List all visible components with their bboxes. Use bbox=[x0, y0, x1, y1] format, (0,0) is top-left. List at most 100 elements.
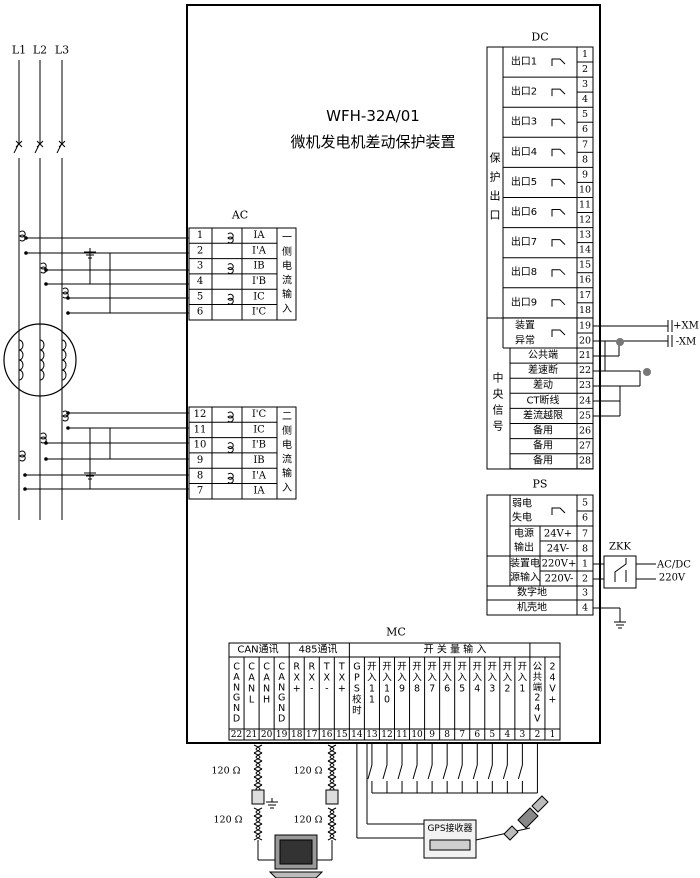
mc-terminal-label: 入 bbox=[367, 673, 377, 684]
dc-terminal-num: 7 bbox=[582, 139, 588, 150]
mc-terminal-label: T bbox=[323, 662, 330, 673]
mc-terminal-num: 20 bbox=[261, 730, 273, 740]
mc-terminal-label: 开 bbox=[503, 662, 513, 673]
dc-signal-label: 备用 bbox=[533, 439, 553, 452]
mc-terminal-num: 16 bbox=[321, 730, 333, 740]
dc-terminal-num: 8 bbox=[582, 154, 588, 165]
ps-terminal-num: 5 bbox=[582, 498, 588, 509]
ac-terminal-num: 12 bbox=[194, 409, 207, 420]
dc-signal-label: CT断线 bbox=[526, 393, 559, 406]
mc-terminal-label: C bbox=[248, 662, 255, 673]
ac-terminal-num: 6 bbox=[197, 307, 203, 318]
mc-terminal-label: 入 bbox=[382, 673, 392, 684]
mc-terminal-label: + bbox=[293, 684, 301, 695]
mc-terminal-label: R bbox=[293, 662, 300, 673]
mc-terminal-num: 5 bbox=[489, 730, 495, 740]
dc-terminal-num: 14 bbox=[579, 245, 591, 256]
mc-terminal-num: 4 bbox=[504, 730, 510, 740]
phase-label-L2: L2 bbox=[33, 44, 47, 57]
ac-side-label-group2-char: 二 bbox=[282, 412, 292, 423]
ac-terminal-num: 11 bbox=[194, 424, 207, 435]
mc-terminal-label: A bbox=[233, 672, 240, 683]
mc-terminal-label: X bbox=[293, 673, 300, 684]
mc-terminal-label: N bbox=[233, 682, 240, 693]
mc-terminal-num: 10 bbox=[411, 730, 423, 740]
dc-central-label-char: 央 bbox=[493, 388, 504, 401]
mc-terminal-label: L bbox=[249, 695, 255, 706]
dc-output-label: 出口8 bbox=[511, 265, 537, 278]
phase-label-L1: L1 bbox=[12, 44, 26, 57]
mc-terminal-label: 入 bbox=[518, 673, 528, 684]
ac-terminal-num: 7 bbox=[197, 486, 203, 497]
dc-output-label: 出口4 bbox=[511, 145, 537, 158]
mc-title: MC bbox=[386, 626, 406, 639]
generator-symbol bbox=[3, 323, 77, 397]
mc-terminal-label: 1 bbox=[369, 684, 375, 695]
ps-terminal-num: 4 bbox=[582, 603, 588, 614]
dc-abnormal-label: 异常 bbox=[515, 334, 535, 347]
dc-output-label: 出口3 bbox=[511, 115, 537, 128]
mc-wiring bbox=[356, 743, 538, 839]
dc-output-4: 出口4 7 8 bbox=[503, 139, 593, 168]
ac-terminal-label: I'A bbox=[252, 470, 267, 481]
mc-terminal-num: 12 bbox=[381, 730, 392, 740]
mc-terminal-label: H bbox=[263, 695, 270, 706]
dc-signal-label: 差速断 bbox=[528, 363, 558, 376]
resistor-label: 120 Ω bbox=[293, 815, 322, 826]
mc-485-title: 485通讯 bbox=[298, 644, 337, 656]
mc-terminal-label: G bbox=[233, 693, 240, 704]
ac-side-label-group2-char: 流 bbox=[282, 452, 292, 465]
dc-terminal-num: 2 bbox=[582, 64, 588, 75]
xm-minus-label: -XM bbox=[676, 337, 696, 348]
mc-terminal-num: 2 bbox=[535, 730, 541, 740]
mc-terminal-label: 入 bbox=[397, 673, 407, 684]
dc-terminal-num: 20 bbox=[579, 336, 591, 347]
dc-terminal-num: 1 bbox=[582, 49, 588, 60]
ps-voltage: 220V- bbox=[545, 574, 574, 585]
ps-voltage: 220V+ bbox=[542, 559, 577, 570]
mc-terminal-label: 入 bbox=[488, 673, 498, 684]
ac-terminal-label: IB bbox=[253, 261, 264, 272]
ac-terminal-label: I'A bbox=[252, 245, 267, 256]
ac-side-label-group2-char: 输 bbox=[282, 467, 292, 480]
mc-terminal-label: N bbox=[263, 684, 270, 695]
ps-terminal-num: 7 bbox=[582, 529, 588, 540]
mc-terminal-num: 22 bbox=[231, 730, 242, 740]
dc-protect-label-char: 口 bbox=[490, 209, 501, 222]
dc-output-label: 出口6 bbox=[511, 205, 537, 218]
mc-terminal-label: - bbox=[536, 724, 539, 735]
mc-terminal-label: N bbox=[233, 703, 240, 714]
ps-terminal-num: 3 bbox=[582, 588, 588, 599]
mc-terminal-label: V bbox=[549, 684, 556, 695]
mc-terminal-label: V bbox=[534, 714, 541, 725]
device-outline bbox=[186, 4, 601, 744]
mc-terminal-label: 开 bbox=[518, 662, 528, 673]
mc-terminal-label: 端 bbox=[533, 681, 543, 693]
mc-terminal-label: 7 bbox=[429, 684, 435, 695]
ps-voltage: 24V- bbox=[547, 544, 569, 555]
mc-terminal-label: 共 bbox=[533, 672, 543, 683]
dc-signal-label: 差动 bbox=[533, 378, 553, 391]
dc-terminal-num: 11 bbox=[579, 200, 591, 211]
mc-terminal-label: 1 bbox=[384, 684, 390, 695]
mc-terminal-label: C bbox=[263, 662, 270, 673]
ps-section: PS弱电失电56电源输出24V+724V-8装置电源输入220V+1220V-2… bbox=[486, 478, 691, 629]
ac-terminal-num: 2 bbox=[197, 245, 203, 256]
ps-weak-label: 弱电 bbox=[512, 497, 532, 510]
